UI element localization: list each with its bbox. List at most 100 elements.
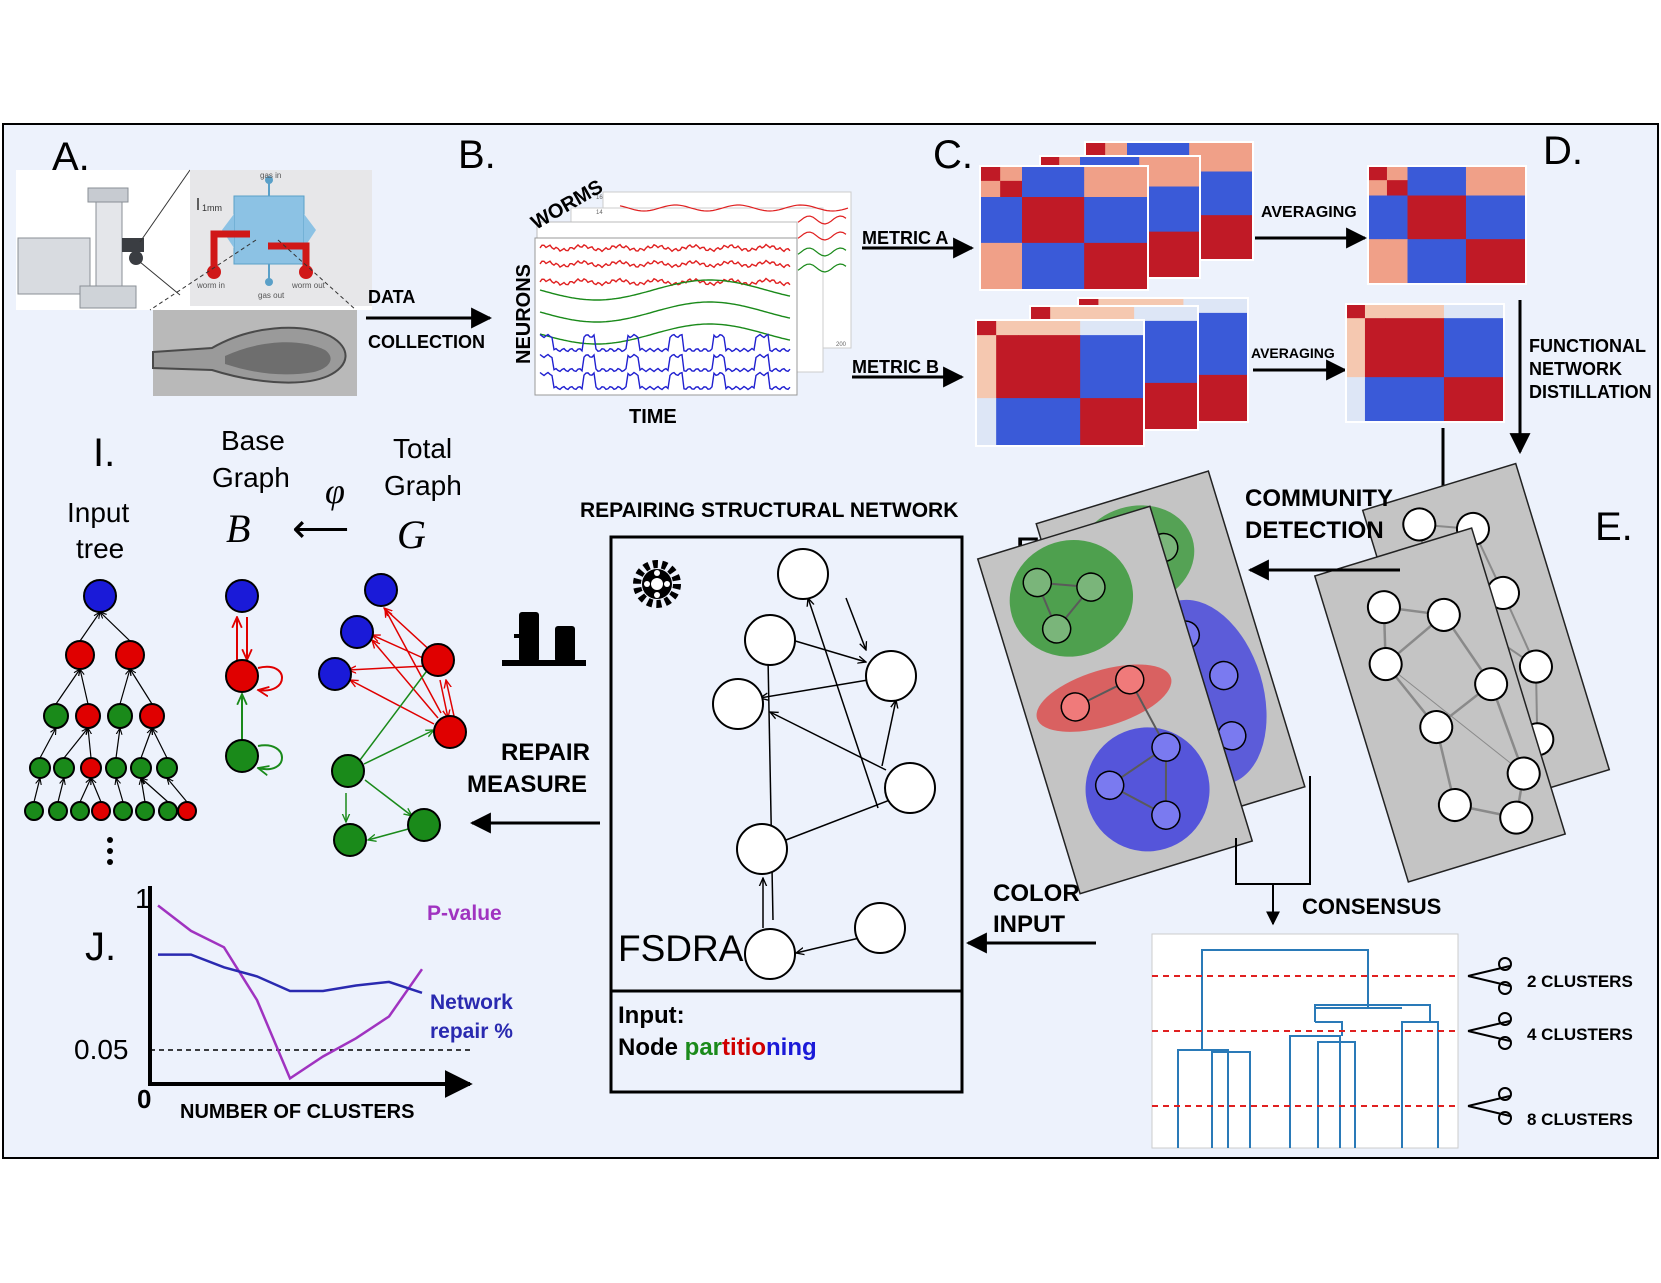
matrix-cell [1018,351,1081,399]
fsdra-node [712,678,764,730]
matrix-cell [1443,377,1505,423]
neurons-axis-label: NEURONS [513,264,535,364]
matrix-cell [996,351,1019,399]
trace-green [539,279,791,301]
tree-node [91,801,111,821]
trace-tail [797,247,847,257]
panel-j-chart: 1 0.05 0 NUMBER OF CLUSTERS P-value Netw… [74,883,513,1123]
matrix-cell [1368,180,1388,196]
matrix-cell [1072,306,1135,322]
matrix-cell [1465,166,1527,181]
matrix-cell [1139,156,1201,172]
trace-tail [797,263,847,273]
repair-label-line2: MEASURE [467,771,587,798]
matrix-cell [1443,304,1505,319]
matrix-cell [1364,333,1386,378]
matrix-cell [1465,239,1527,285]
tree-node [115,640,145,670]
tree-node [135,801,155,821]
legend-repair-line2: repair % [430,1020,513,1043]
tree-edge [55,669,80,705]
matrix-cell [1127,142,1190,157]
tree-node [43,703,69,729]
matrix-cell [1084,166,1149,182]
trace-blue [539,333,791,353]
total-graph-label-line2: Graph [384,470,462,501]
matrix-cell [1385,377,1445,423]
fnd-label-line3: DISTILLATION [1529,382,1652,402]
fsdra-node [744,614,796,666]
trace-lines [539,204,849,391]
fnd-label-line1: FUNCTIONAL [1529,336,1646,356]
symbol-g: G [397,512,426,557]
matrix-cell [980,197,1001,244]
tree-edge [130,669,153,705]
x-origin: 0 [137,1084,151,1114]
matrix-cell [1050,306,1073,322]
matrix-cell [1346,304,1366,319]
matrix-cell [1465,195,1527,240]
base-graph-label-line2: Graph [212,462,290,493]
input-label: Input: [618,1002,685,1029]
panel-label-j: J. [85,925,116,969]
panel-b-traces: 16 14 200 WORMS NEURONS TIME [513,176,852,428]
color-input-label-line1: COLOR [993,880,1080,907]
tree-node [105,757,127,779]
arrow-label-averaging-a: AVERAGING [1261,204,1357,221]
symbol-b: B [226,506,250,551]
cut-label-4: 4 CLUSTERS [1527,1025,1633,1044]
base-graph [225,579,283,772]
matrix-cell [1385,304,1445,319]
tree-edge [91,778,102,803]
scissors-icon [1467,957,1512,995]
tree-node [139,703,165,729]
tick-label-top: 16 [596,195,603,201]
fnd-label-line2: NETWORK [1529,359,1622,379]
correlation-matrix [1345,303,1505,423]
matrix-cell [1084,242,1149,291]
tree-node [177,801,197,821]
matrix-cell [976,351,997,399]
legend-repair-line1: Network [430,991,513,1014]
matrix-cell [1080,351,1145,399]
correlation-matrix [975,319,1145,447]
tree-edge [33,778,40,803]
matrix-cell [1018,398,1081,447]
arrow-label-data: DATA [368,287,415,307]
matrix-cell [1000,166,1023,182]
matrix-cell [1368,195,1388,240]
matrix-cell [1139,170,1201,187]
matrix-cell [1000,197,1023,244]
matrix-cell [1407,195,1467,240]
y-tick-005: 0.05 [74,1034,129,1065]
trace-back-top [619,204,849,212]
arrow-label-metric-b: METRIC B [852,357,939,377]
repairing-section-title: REPAIRING STRUCTURAL NETWORK [580,499,958,522]
tree-edge [79,612,100,642]
matrix-cell [1189,156,1254,172]
tree-node [48,801,68,821]
matrix-cell [980,242,1001,291]
microscope-icon [17,169,191,309]
tree-node [158,801,178,821]
matrix-cell [996,398,1019,447]
matrix-cell [1407,166,1467,181]
gear-icon [633,560,681,608]
worm-in-label: worm in [196,281,225,290]
matrix-cell [1364,304,1386,319]
arrow-label-collection: COLLECTION [368,332,485,352]
community-label-line1: COMMUNITY [1245,485,1393,512]
worm-out-label: worm out [291,281,326,290]
tree-node [130,757,152,779]
tree-node [53,757,75,779]
input-box [609,989,964,1094]
fsdra-node [884,762,936,814]
community-label-line2: DETECTION [1245,517,1384,544]
minus-sign: - [559,640,566,665]
matrix-cell [1386,180,1408,196]
ellipsis-dots [107,837,113,865]
matrix-cell [1084,197,1149,244]
tree-edge [152,728,168,759]
tree-node [29,757,51,779]
panel-label-i: I. [93,431,115,475]
